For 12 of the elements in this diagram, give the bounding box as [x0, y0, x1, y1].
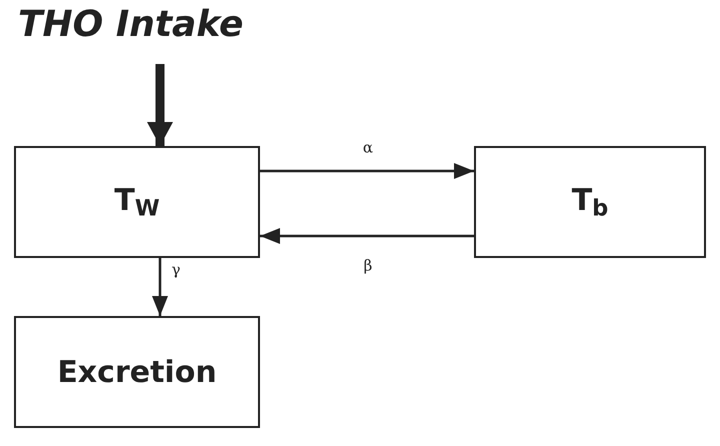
box-label: Excretion	[57, 354, 217, 390]
arrow	[147, 64, 173, 146]
box-label: T$_{W}$	[114, 182, 160, 222]
process-box	[474, 146, 706, 258]
arrow	[152, 258, 168, 316]
arrow	[260, 163, 474, 179]
process-box	[14, 146, 260, 258]
edge-label: β	[362, 258, 374, 274]
input-label: THO Intake	[18, 4, 244, 45]
process-box	[14, 316, 260, 428]
arrow	[260, 228, 474, 244]
box-label: T$_{b}$	[572, 182, 608, 222]
